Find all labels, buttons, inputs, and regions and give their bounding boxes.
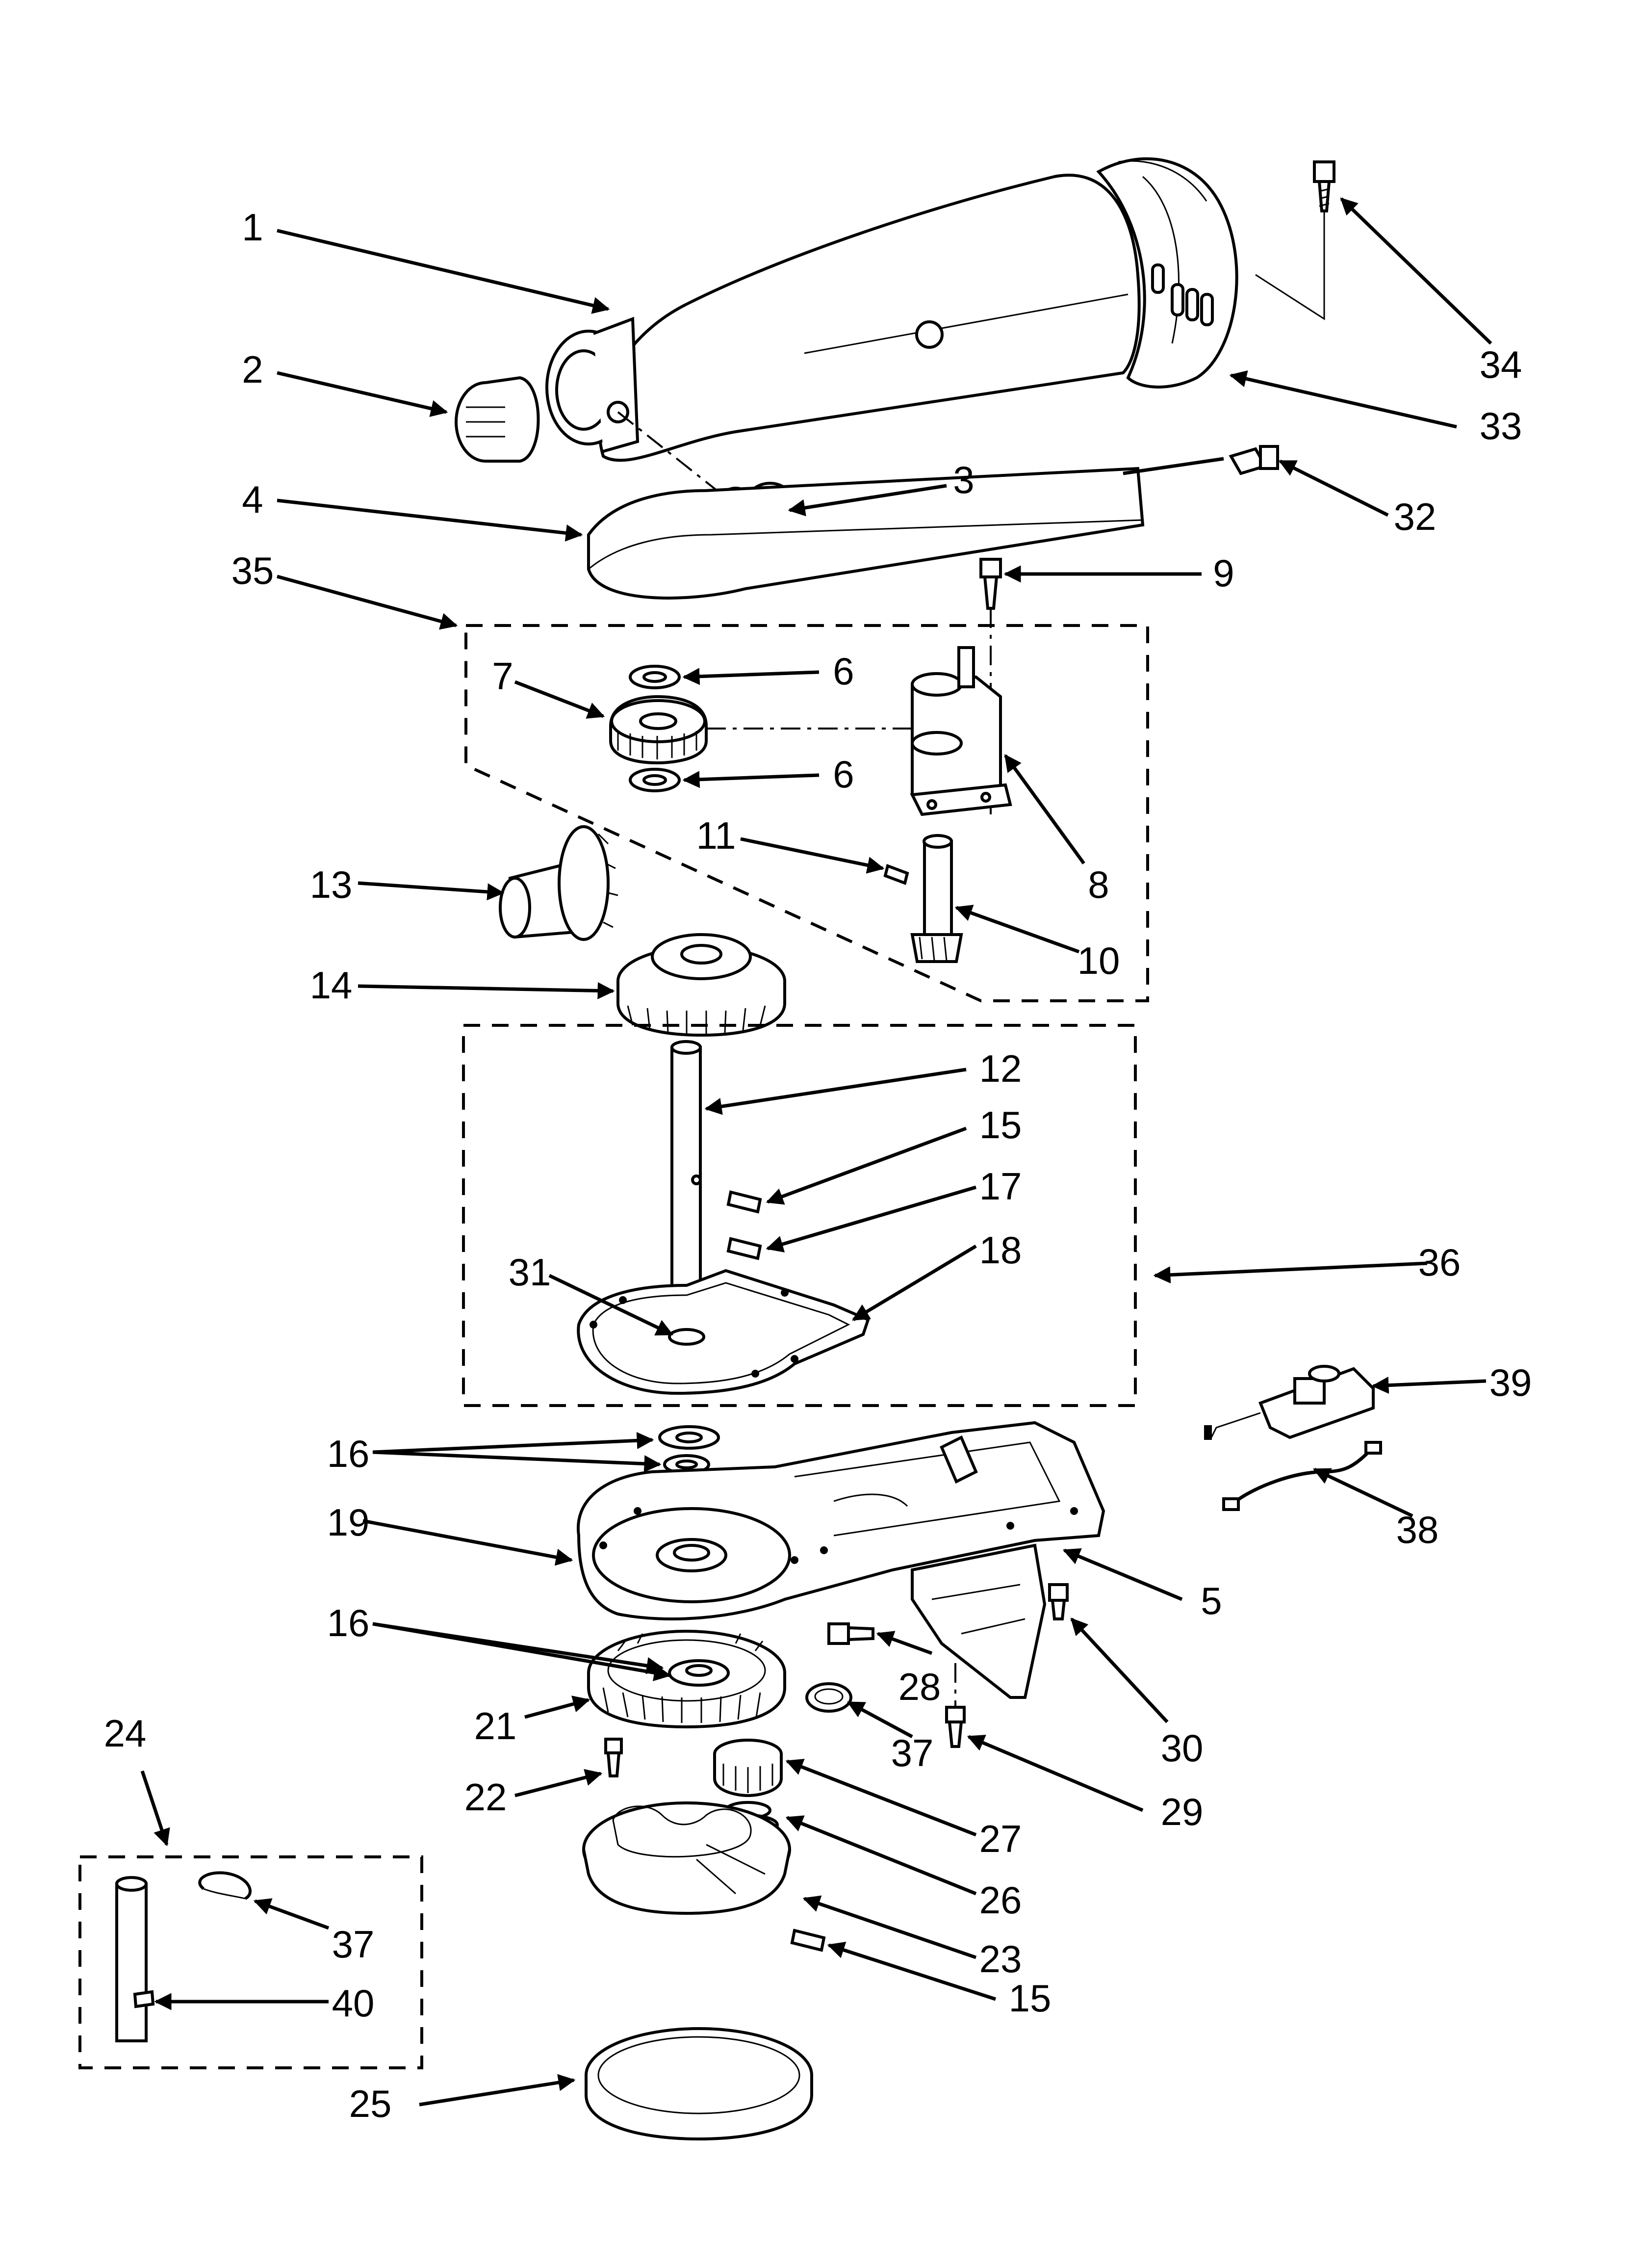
screw-32-guide	[1123, 457, 1224, 475]
screw-34-part	[1313, 160, 1335, 212]
rear-cover-part	[1096, 157, 1238, 389]
screw-34-guide	[1255, 211, 1325, 320]
leader-lines	[140, 197, 1492, 2107]
callout-28: 28	[898, 1665, 941, 1708]
retaining-ring-37-part	[805, 1682, 852, 1713]
callout-15-upper: 15	[979, 1103, 1022, 1147]
callout-labels: 1 2 3 4 5 6 6 7 8 9 10 11 12 13 14 15 15…	[104, 206, 1532, 2125]
speed-control-39-part	[1204, 1365, 1375, 1440]
motor-housing-part	[545, 173, 1141, 462]
callout-13: 13	[310, 863, 353, 906]
screw-29-part	[945, 1706, 966, 1748]
callout-38: 38	[1396, 1508, 1439, 1551]
callout-18: 18	[979, 1228, 1022, 1272]
callout-39: 39	[1489, 1361, 1532, 1404]
callout-16-upper: 16	[327, 1432, 370, 1475]
screw-28-part	[827, 1622, 874, 1645]
callout-6-lower: 6	[833, 753, 854, 796]
callout-29: 29	[1161, 1790, 1204, 1833]
gasket-18-part	[577, 1269, 870, 1395]
screw-9-part	[979, 558, 1002, 610]
callout-25: 25	[349, 2082, 392, 2125]
gear-housing-5-part	[911, 1543, 1047, 1699]
callout-35: 35	[231, 549, 274, 592]
callout-33: 33	[1480, 404, 1522, 447]
washer-16-lower-part	[668, 1659, 730, 1687]
callout-14: 14	[310, 964, 353, 1007]
pin-15-upper-part	[726, 1190, 762, 1214]
gear-bracket-8-part	[910, 646, 1012, 816]
callout-36: 36	[1418, 1241, 1461, 1284]
callout-8: 8	[1088, 863, 1109, 906]
callout-10: 10	[1078, 939, 1120, 982]
pin-15-lower-part	[790, 1929, 826, 1952]
callout-5: 5	[1201, 1579, 1222, 1622]
callout-23: 23	[979, 1937, 1022, 1981]
callout-3: 3	[953, 458, 974, 501]
callout-17: 17	[979, 1165, 1022, 1208]
callout-40: 40	[332, 1981, 375, 2025]
shaft-40-part	[115, 1876, 155, 2042]
callout-15-lower: 15	[1009, 1977, 1052, 2020]
callout-34: 34	[1480, 343, 1522, 386]
main-shaft-12-part	[670, 1040, 702, 1314]
callout-21: 21	[474, 1704, 517, 1747]
callout-26: 26	[979, 1878, 1022, 1922]
assembly-35-outline	[464, 624, 1149, 1002]
planetary-housing-23-part	[582, 1801, 791, 1915]
screw-22-part	[604, 1738, 623, 1777]
retaining-ring-37-box-part	[198, 1871, 252, 1900]
callout-6-upper: 6	[833, 650, 854, 693]
wire-lead-38-part	[1222, 1441, 1382, 1511]
gear-shaft-10-part	[910, 834, 963, 963]
attachment-hub-cap-part	[455, 376, 540, 463]
washer-6-upper-part	[629, 665, 681, 689]
callout-19: 19	[327, 1501, 370, 1544]
trim-band-part	[587, 467, 1145, 600]
callout-31: 31	[509, 1251, 551, 1294]
callout-30: 30	[1161, 1726, 1204, 1770]
washer-6-lower-part	[629, 768, 681, 792]
callout-12: 12	[979, 1047, 1022, 1090]
washer-16-upper-part	[658, 1425, 720, 1475]
trim-ring-25-part	[585, 2027, 813, 2141]
worm-gear-7-part	[609, 695, 708, 765]
bevel-gear-13-part	[499, 825, 618, 941]
callout-9: 9	[1213, 551, 1234, 595]
callout-16-lower: 16	[327, 1601, 370, 1644]
pinion-gear-27-part	[713, 1739, 783, 1798]
screw-32-part	[1229, 445, 1279, 475]
callout-11: 11	[696, 814, 736, 857]
screw-30-part	[1048, 1583, 1069, 1620]
pin-17-part	[726, 1237, 762, 1260]
pin-11-part	[883, 864, 909, 885]
callout-27: 27	[979, 1817, 1022, 1860]
callout-32: 32	[1394, 495, 1437, 538]
callout-1: 1	[242, 206, 263, 249]
callout-7: 7	[492, 654, 513, 698]
bevel-gear-14-part	[616, 933, 786, 1037]
assembly-24-outline	[78, 1855, 423, 2069]
callout-37-middle: 37	[891, 1731, 934, 1774]
callout-4: 4	[242, 478, 263, 521]
gear-case-19-part	[576, 1421, 1105, 1620]
callout-37-box: 37	[332, 1923, 375, 1966]
callout-24: 24	[104, 1712, 147, 1755]
assembly-36-outline	[462, 1024, 1137, 1407]
callout-2: 2	[242, 348, 263, 391]
callout-22: 22	[464, 1775, 507, 1819]
